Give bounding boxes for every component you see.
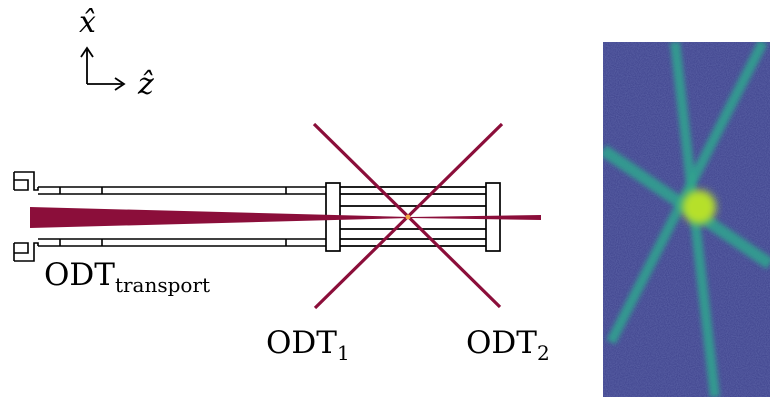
laser-beams xyxy=(30,122,541,310)
z-axis-label: ẑ xyxy=(138,67,154,102)
transport-beam xyxy=(30,207,541,228)
odt2-label: ODT2 xyxy=(466,325,550,365)
odt1-label: ODT1 xyxy=(266,325,350,365)
odt2-sub: 2 xyxy=(536,341,550,365)
transport-tube xyxy=(13,171,326,262)
odt-transport-sub: transport xyxy=(114,273,211,297)
odt1-sub: 1 xyxy=(336,341,350,365)
odt2-main: ODT xyxy=(466,325,537,361)
x-axis-label: x̂ xyxy=(79,5,96,40)
image-noise xyxy=(603,42,770,397)
odt-transport-label: ODTtransport xyxy=(44,257,211,297)
absorption-image xyxy=(603,42,770,397)
flange-bottom xyxy=(14,242,39,262)
odt1-main: ODT xyxy=(266,325,337,361)
atom-cloud-image xyxy=(682,190,716,224)
flange-top xyxy=(14,171,39,191)
atom-cloud-dot xyxy=(405,214,411,220)
axes-arrows xyxy=(80,46,126,91)
z-arrow-head xyxy=(114,77,126,91)
odt-transport-main: ODT xyxy=(44,257,115,293)
x-arrow-head xyxy=(80,46,94,58)
image-beam-2 xyxy=(606,42,768,345)
